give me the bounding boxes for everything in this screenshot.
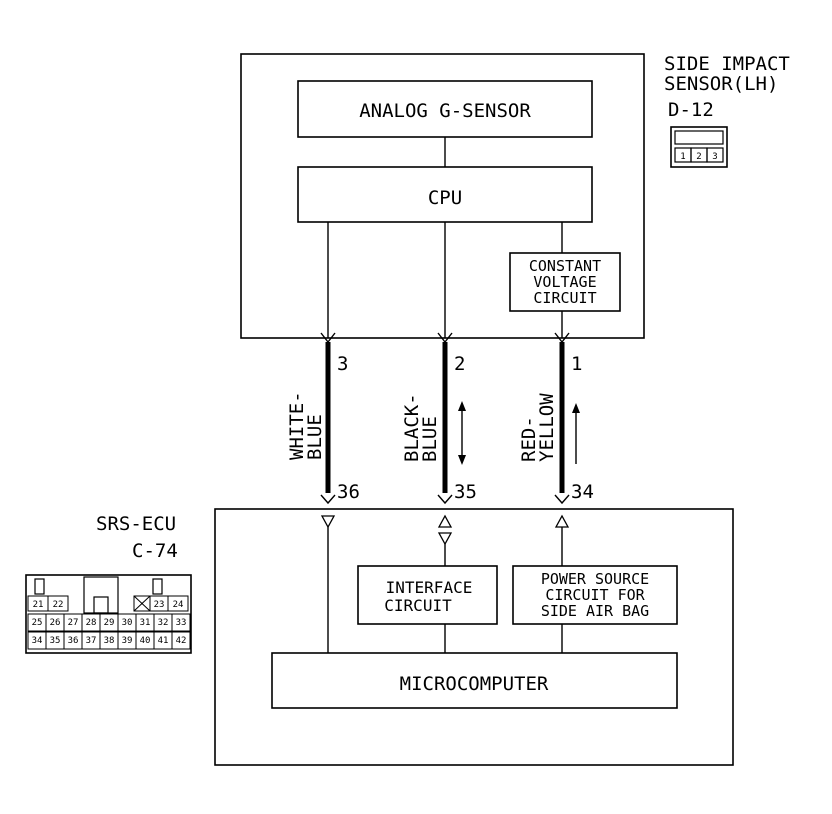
ecu-pin-27: 27 <box>68 618 79 628</box>
ecu-pin-label-36: 36 <box>337 481 360 503</box>
ecu-pin-28: 28 <box>86 618 97 628</box>
ecu-connector-icon: 21 22 23 24 25 26 27 28 29 30 31 32 33 3… <box>25 574 192 654</box>
up-arrow-icon <box>572 403 580 464</box>
ecu-pin-36: 36 <box>68 636 79 646</box>
sensor-pin-label-2: 2 <box>454 353 465 375</box>
cvc-label-line2: VOLTAGE <box>533 273 596 291</box>
svg-text:WHITE-: WHITE- <box>286 391 308 460</box>
ecu-pin-26: 26 <box>50 618 61 628</box>
ecu-pin-21: 21 <box>33 600 44 610</box>
sensor-pin-label-1: 1 <box>571 353 582 375</box>
svg-text:YELLOW: YELLOW <box>536 393 558 462</box>
ecu-pin-23: 23 <box>154 600 165 610</box>
ecu-pin-42: 42 <box>176 636 187 646</box>
cvc-label-line3: CIRCUIT <box>533 289 596 307</box>
constant-voltage-circuit-box <box>509 252 621 312</box>
sensor-connector-icon: 1 2 3 <box>670 126 728 168</box>
ecu-io-triangles-35 <box>437 514 453 546</box>
ecu-pin-40: 40 <box>140 636 151 646</box>
interface-circuit-line2: CIRCUIT <box>384 596 452 615</box>
ecu-title: SRS-ECU <box>96 513 176 535</box>
bidirectional-arrow-icon <box>458 401 466 465</box>
ecu-connector-id: C-74 <box>132 540 178 562</box>
ecu-connector-cell <box>171 631 191 650</box>
sensor-pin-2: 2 <box>696 152 701 162</box>
sensor-pin-3: 3 <box>712 152 717 162</box>
svg-text:BLACK-: BLACK- <box>401 393 423 462</box>
ecu-pin-41: 41 <box>158 636 169 646</box>
power-source-circuit-box <box>512 565 678 625</box>
ecu-pin-32: 32 <box>158 618 169 628</box>
microcomputer-label: MICROCOMPUTER <box>400 673 549 695</box>
harness-wire-black-blue <box>437 332 453 505</box>
ecu-pin-34: 34 <box>32 636 43 646</box>
svg-text:BLUE: BLUE <box>304 414 326 460</box>
wire-color-red-yellow: RED- YELLOW <box>518 393 558 462</box>
harness-wire-red-yellow <box>554 332 570 505</box>
ecu-pin-38: 38 <box>104 636 115 646</box>
ecu-connector-cell <box>171 613 191 632</box>
srs-ecu-box <box>214 508 734 766</box>
microcomputer-box <box>271 652 678 709</box>
cvc-label-line1: CONSTANT <box>529 257 601 275</box>
interface-circuit-box <box>357 565 498 625</box>
ecu-pin-37: 37 <box>86 636 97 646</box>
ecu-pin-29: 29 <box>104 618 115 628</box>
harness-wire-white-blue <box>320 332 336 505</box>
ecu-pin-25: 25 <box>32 618 43 628</box>
svg-text:BLUE: BLUE <box>419 416 441 462</box>
analog-g-sensor-label: ANALOG G-SENSOR <box>359 100 531 122</box>
sensor-pin-1: 1 <box>680 152 685 162</box>
sensor-title-line2: SENSOR(LH) <box>664 73 778 95</box>
ecu-pin-22: 22 <box>53 600 64 610</box>
sensor-connector-id: D-12 <box>668 99 714 121</box>
wire-color-black-blue: BLACK- BLUE <box>401 393 441 462</box>
power-source-line2: CIRCUIT FOR <box>545 586 645 604</box>
ecu-pin-30: 30 <box>122 618 133 628</box>
power-source-line3: SIDE AIR BAG <box>541 602 649 620</box>
ecu-pin-35: 35 <box>50 636 61 646</box>
sensor-title-line1: SIDE IMPACT <box>664 53 790 75</box>
ecu-output-triangle-34 <box>554 514 570 528</box>
ecu-input-triangle-36 <box>320 515 336 529</box>
ecu-pin-label-35: 35 <box>454 481 477 503</box>
ecu-pin-33: 33 <box>176 618 187 628</box>
ecu-pin-31: 31 <box>140 618 151 628</box>
ecu-pin-label-34: 34 <box>571 481 594 503</box>
ecu-pin-24: 24 <box>173 600 184 610</box>
svg-text:RED-: RED- <box>518 416 540 462</box>
cpu-label: CPU <box>428 187 462 209</box>
ecu-pin-39: 39 <box>122 636 133 646</box>
wire-color-white-blue: WHITE- BLUE <box>286 391 326 460</box>
sensor-pin-label-3: 3 <box>337 353 348 375</box>
interface-circuit-line1: INTERFACE <box>386 578 473 597</box>
power-source-line1: POWER SOURCE <box>541 570 649 588</box>
